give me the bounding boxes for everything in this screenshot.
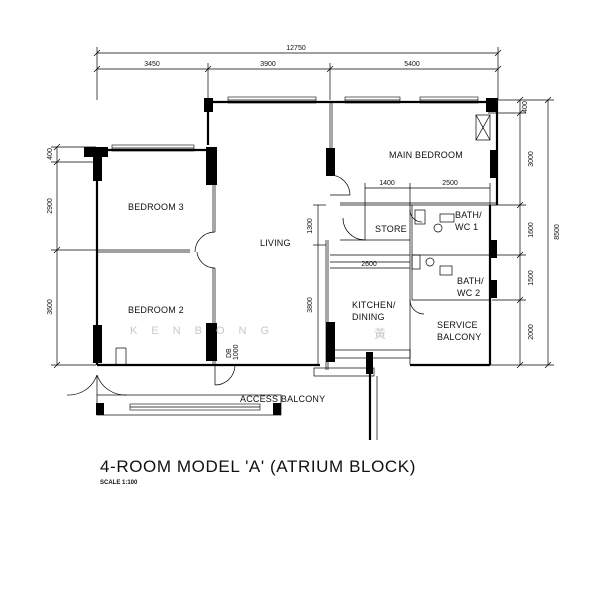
dim-left-bottom: 3600 — [47, 299, 54, 315]
dim-right-1600: 1600 — [528, 222, 535, 238]
watermark-text: KENBONG — [130, 325, 283, 337]
label-bath-2-line2: WC 2 — [457, 288, 480, 298]
top-dimensions: 12750 3450 3900 5400 — [93, 45, 502, 100]
right-dimensions: 400 3000 1600 1500 2000 8500 — [410, 96, 561, 369]
label-living: LIVING — [260, 238, 291, 248]
label-bath-1-line1: BATH/ — [455, 210, 482, 220]
dim-seg-left: 3450 — [144, 61, 160, 68]
watermark-cjk: 黃 — [374, 327, 386, 341]
columns — [84, 98, 498, 415]
dim-right-1500: 1500 — [528, 270, 535, 286]
fixtures — [411, 209, 455, 276]
label-door-tag: 1000 — [233, 344, 240, 360]
room-labels: MAIN BEDROOM BEDROOM 3 BEDROOM 2 LIVING … — [128, 150, 484, 404]
dim-left-top: 400 — [47, 148, 54, 160]
dim-right-3000: 3000 — [528, 151, 535, 167]
label-bedroom-3: BEDROOM 3 — [128, 202, 184, 212]
label-main-bedroom: MAIN BEDROOM — [389, 150, 463, 160]
interior-dimensions: 1400 2500 2600 1300 3800 — [307, 180, 491, 365]
dim-left-mid: 2900 — [47, 198, 54, 214]
label-db: DB — [226, 348, 233, 358]
label-access-balcony: ACCESS BALCONY — [240, 394, 325, 404]
label-kitchen-line2: DINING — [352, 312, 385, 322]
dim-living-3800: 3800 — [307, 297, 314, 313]
dim-store-1400: 1400 — [379, 180, 395, 187]
left-dimensions: 400 2900 3600 — [47, 143, 96, 369]
dim-kitchen-2600: 2600 — [361, 261, 377, 268]
label-bedroom-2: BEDROOM 2 — [128, 305, 184, 315]
dim-bath-2500: 2500 — [442, 180, 458, 187]
dim-living-1300: 1300 — [307, 218, 314, 234]
dim-seg-right: 5400 — [404, 61, 420, 68]
plan-scale: SCALE 1:100 — [100, 480, 138, 486]
label-service-line2: BALCONY — [437, 332, 481, 342]
label-kitchen-line1: KITCHEN/ — [352, 300, 396, 310]
doors — [66, 114, 491, 396]
label-bath-1-line2: WC 1 — [455, 222, 478, 232]
dim-right-total: 8500 — [554, 224, 561, 240]
dim-overall-width: 12750 — [286, 45, 306, 52]
windows — [111, 96, 479, 411]
label-service-line1: SERVICE — [437, 320, 478, 330]
dim-seg-mid: 3900 — [260, 61, 276, 68]
dim-right-2000: 2000 — [528, 324, 535, 340]
plan-title: 4-ROOM MODEL 'A' (ATRIUM BLOCK) — [100, 457, 416, 476]
label-bath-2-line1: BATH/ — [457, 276, 484, 286]
label-store: STORE — [375, 224, 407, 234]
dim-right-400: 400 — [522, 101, 529, 113]
